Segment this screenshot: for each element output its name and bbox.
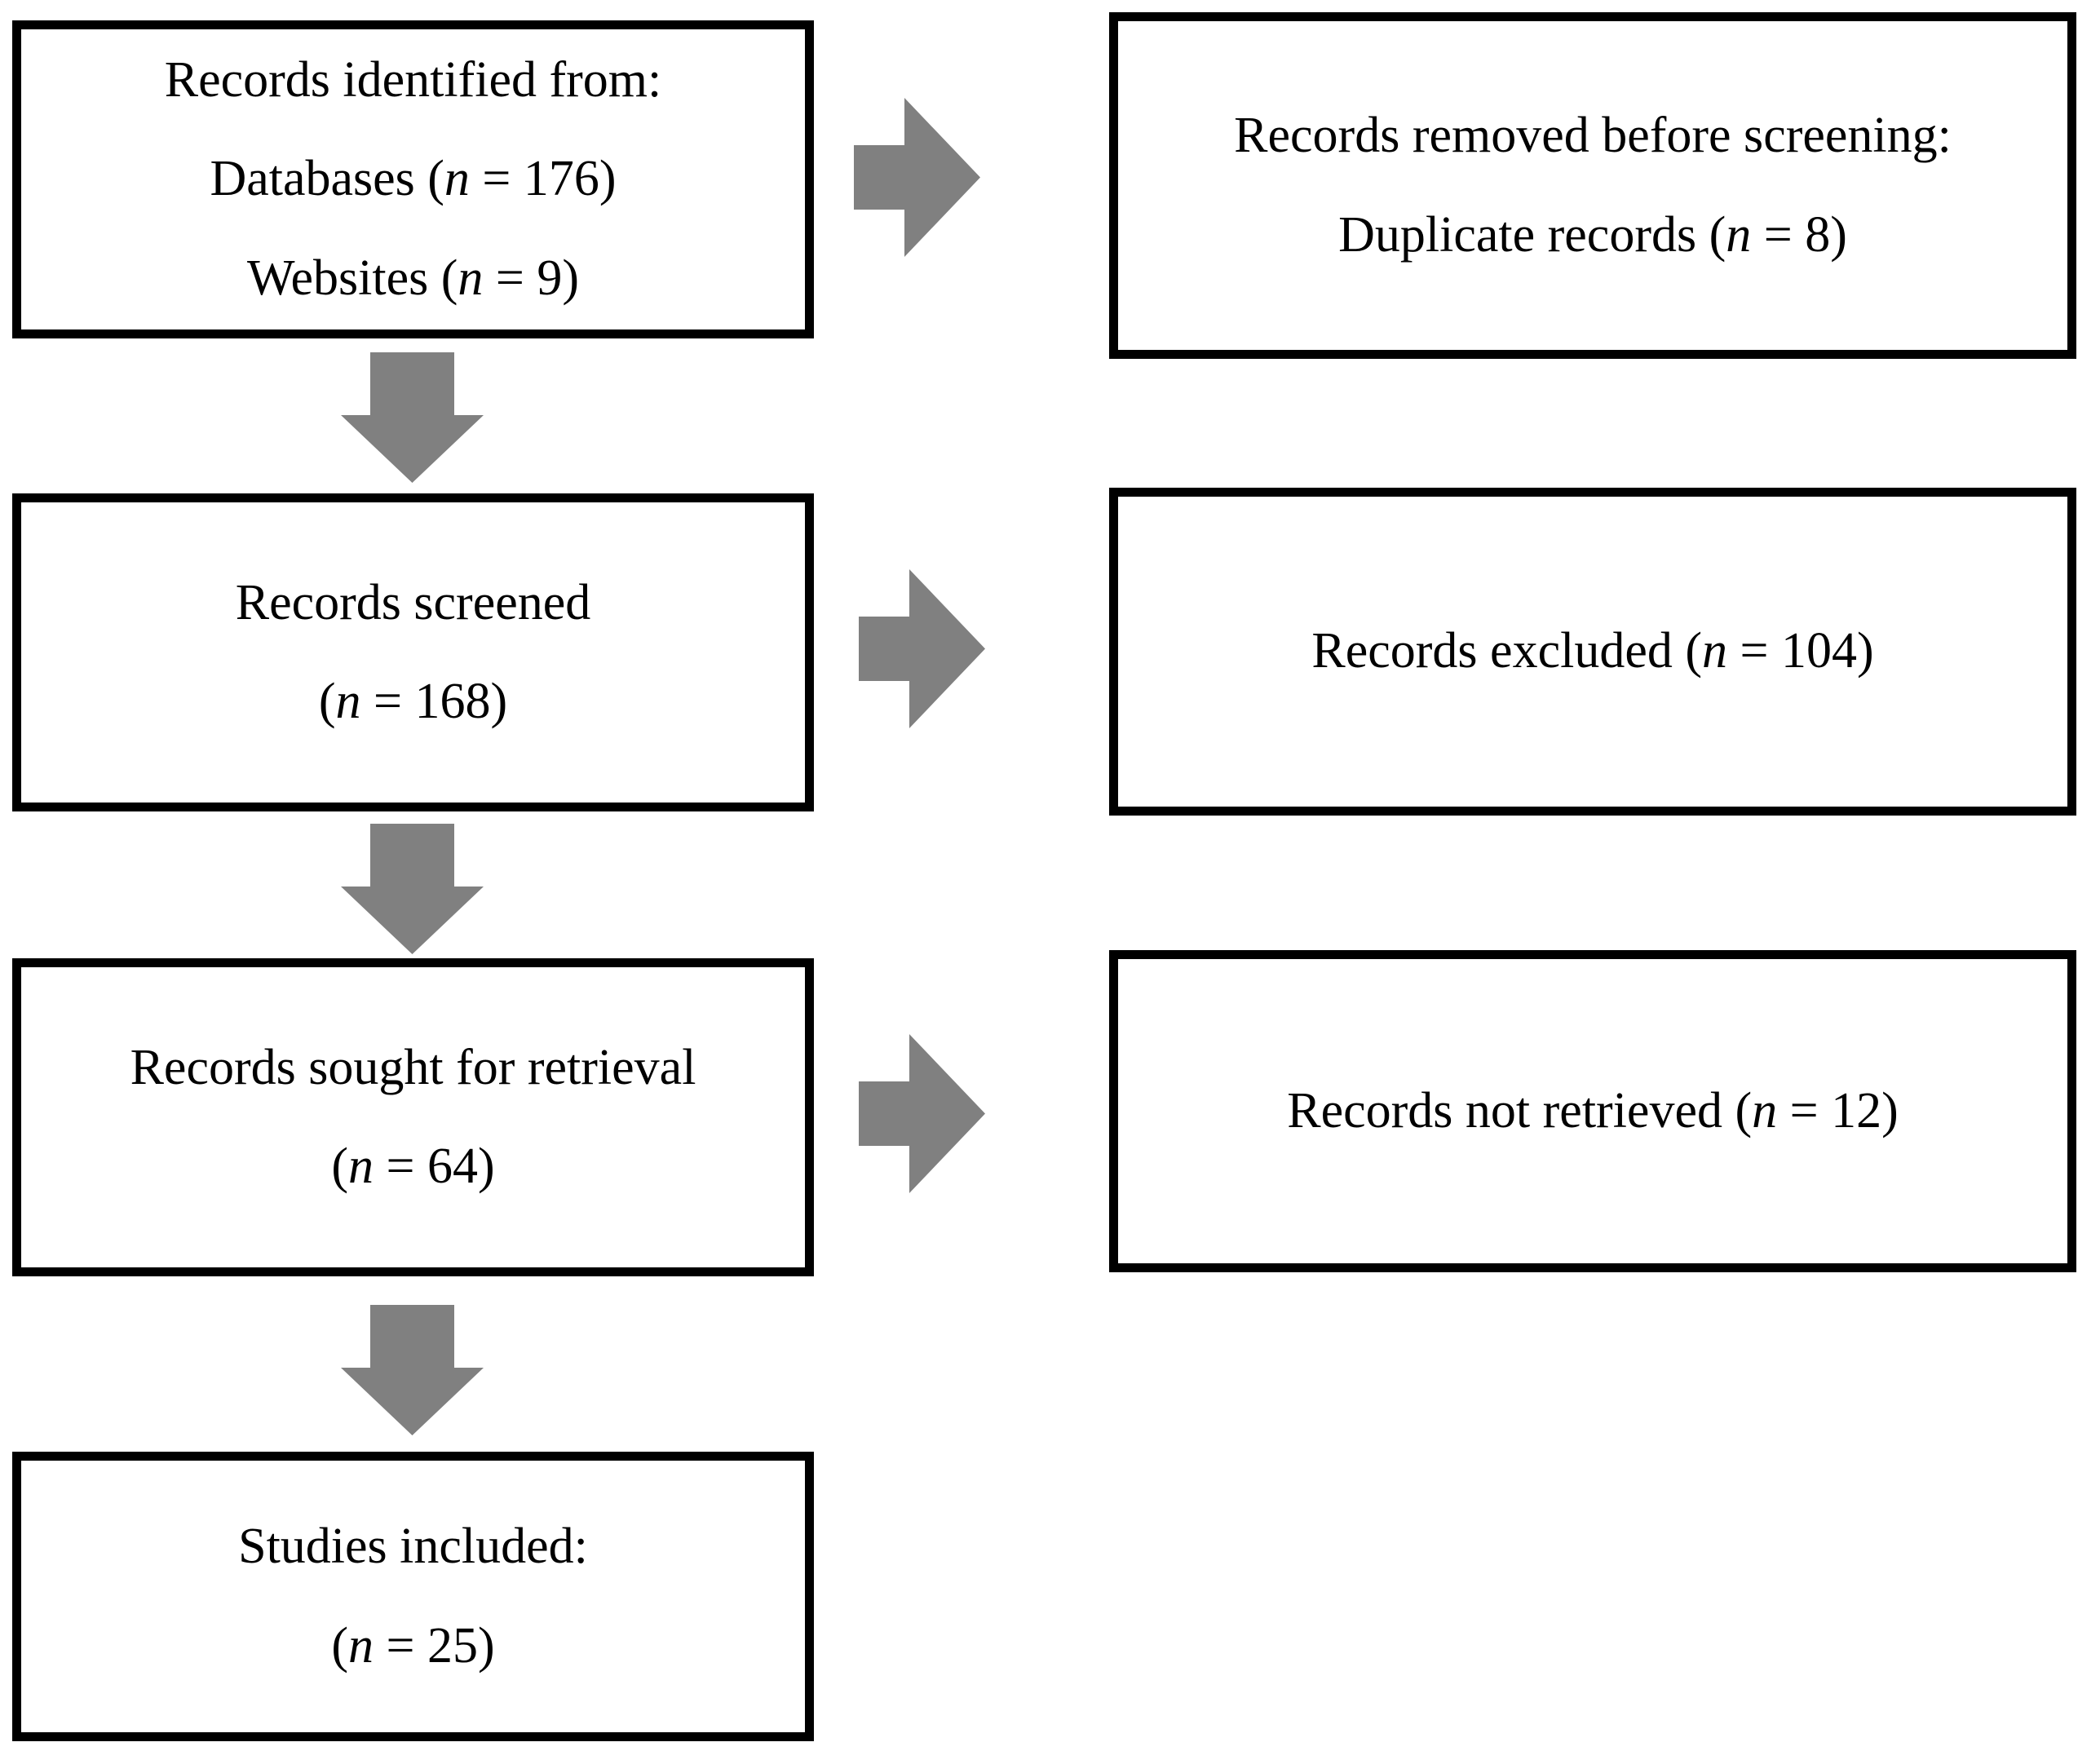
records-identified-websites: Websites (n = 9) <box>41 250 785 306</box>
n-symbol: n <box>1701 623 1727 679</box>
arrow-down-icon <box>341 1305 484 1435</box>
records-screened-count-line: (n = 168) <box>41 674 785 729</box>
n-symbol: n <box>335 674 361 729</box>
arrow-right-icon <box>859 1034 985 1193</box>
records-excluded-line: Records excluded (n = 104) <box>1138 625 2048 678</box>
records-removed-heading: Records removed before screening: <box>1234 108 1952 164</box>
records-sought-count: = 64) <box>374 1139 495 1194</box>
databases-label-prefix: Databases ( <box>210 151 444 207</box>
arrow-down-icon <box>341 824 484 954</box>
box-records-screened: Records screened (n = 168) <box>12 493 814 811</box>
box-records-identified: Records identified from: Databases (n = … <box>12 20 814 338</box>
duplicate-records-label-prefix: Duplicate records ( <box>1338 206 1726 263</box>
count-open-paren: ( <box>331 1139 349 1194</box>
box-records-excluded: Records excluded (n = 104) <box>1109 488 2076 816</box>
n-symbol: n <box>1752 1082 1778 1139</box>
n-symbol: n <box>1726 206 1752 263</box>
databases-count: = 176) <box>469 151 617 207</box>
duplicate-records-count: = 8) <box>1751 206 1847 263</box>
count-open-paren: ( <box>331 1617 349 1674</box>
count-open-paren: ( <box>318 674 336 729</box>
studies-included-count: = 25) <box>374 1617 495 1674</box>
duplicate-records-line: Duplicate records (n = 8) <box>1138 206 2048 263</box>
websites-count: = 9) <box>483 250 580 306</box>
records-screened-count: = 168) <box>360 674 508 729</box>
box-records-sought-for-retrieval: Records sought for retrieval (n = 64) <box>12 958 814 1276</box>
n-symbol: n <box>458 250 484 306</box>
records-not-retrieved-line: Records not retrieved (n = 12) <box>1138 1082 2048 1139</box>
records-sought-heading: Records sought for retrieval <box>130 1039 696 1095</box>
records-not-retrieved-count: = 12) <box>1777 1082 1899 1139</box>
box-records-not-retrieved: Records not retrieved (n = 12) <box>1109 950 2076 1272</box>
n-symbol: n <box>348 1139 374 1194</box>
records-sought-count-line: (n = 64) <box>41 1139 785 1194</box>
records-identified-databases: Databases (n = 176) <box>41 153 785 206</box>
studies-included-count-line: (n = 25) <box>41 1617 785 1674</box>
records-screened-heading: Records screened <box>235 574 591 630</box>
arrow-down-icon <box>341 352 484 483</box>
box-records-removed-before-screening: Records removed before screening: Duplic… <box>1109 12 2076 359</box>
records-identified-heading: Records identified from: <box>164 52 662 108</box>
records-excluded-label-prefix: Records excluded ( <box>1311 623 1702 679</box>
arrow-right-icon <box>854 98 980 257</box>
records-excluded-count: = 104) <box>1726 623 1874 679</box>
records-not-retrieved-label-prefix: Records not retrieved ( <box>1287 1082 1753 1139</box>
n-symbol: n <box>444 151 470 207</box>
arrow-right-icon <box>859 569 985 728</box>
n-symbol: n <box>348 1617 374 1674</box>
websites-label-prefix: Websites ( <box>246 250 458 306</box>
box-studies-included: Studies included: (n = 25) <box>12 1452 814 1741</box>
studies-included-heading: Studies included: <box>238 1519 588 1575</box>
